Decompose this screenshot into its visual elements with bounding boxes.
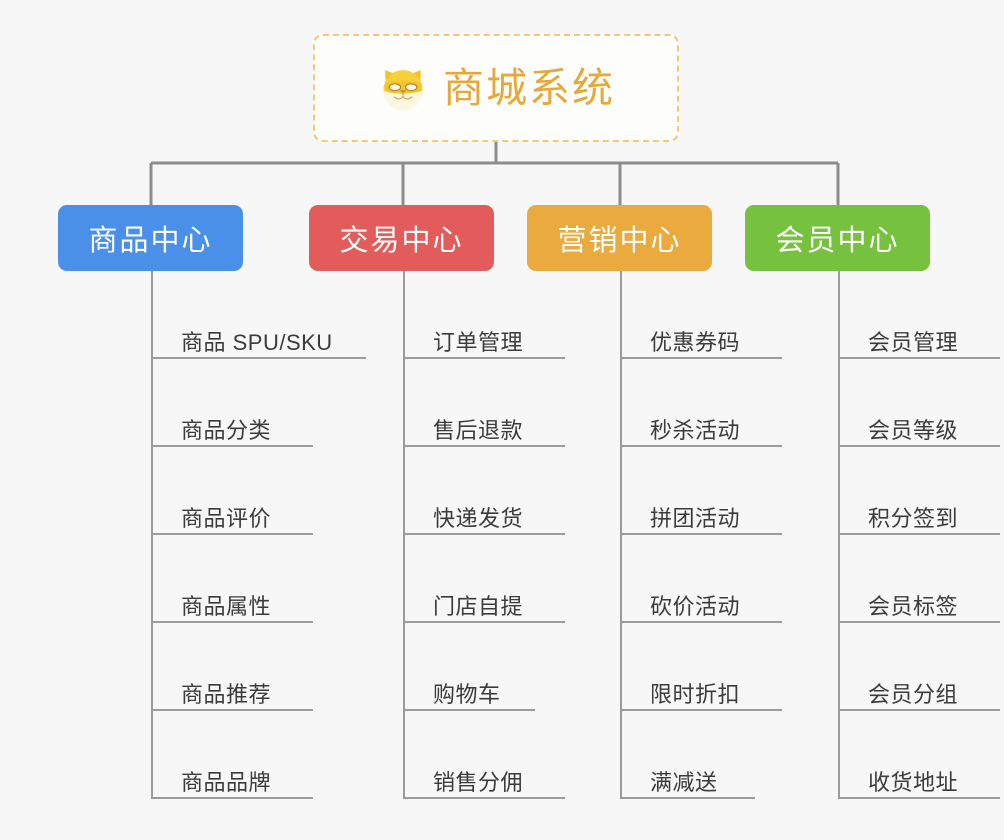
leaf-item-label: 收货地址	[868, 770, 959, 795]
leaf-item-underline	[620, 709, 782, 711]
leaf-item-label: 商品评价	[181, 506, 272, 531]
leaf-item[interactable]: 订单管理	[309, 271, 565, 359]
category-column-marketing-center: 营销中心优惠券码秒杀活动拼团活动砍价活动限时折扣满减送	[527, 205, 782, 799]
leaf-item[interactable]: 商品推荐	[58, 623, 347, 711]
leaf-item[interactable]: 商品属性	[58, 535, 347, 623]
category-column-trade-center: 交易中心订单管理售后退款快递发货门店自提购物车销售分佣	[309, 205, 565, 799]
branch-trunk-product-center	[151, 271, 153, 799]
leaf-item-underline	[403, 797, 565, 799]
leaf-item-label: 商品 SPU/SKU	[181, 330, 333, 355]
leaf-item-label: 会员标签	[868, 594, 959, 619]
leaf-item[interactable]: 购物车	[309, 623, 537, 711]
leaf-item-underline	[151, 709, 313, 711]
root-node[interactable]: 商城系统	[313, 34, 679, 142]
leaf-item-underline	[620, 357, 782, 359]
leaf-item-underline	[620, 533, 782, 535]
category-column-product-center: 商品中心商品 SPU/SKU 商品分类商品评价商品属性商品推荐商品品牌	[58, 205, 366, 799]
leaf-item-underline	[838, 709, 1000, 711]
leaf-item[interactable]: 会员管理	[745, 271, 1000, 359]
item-list-marketing-center: 优惠券码秒杀活动拼团活动砍价活动限时折扣满减送	[527, 271, 782, 799]
root-title: 商城系统	[443, 64, 615, 111]
leaf-item-underline	[403, 445, 565, 447]
item-list-member-center: 会员管理会员等级积分签到会员标签会员分组收货地址	[745, 271, 1000, 799]
leaf-item[interactable]: 拼团活动	[527, 447, 782, 535]
category-column-member-center: 会员中心会员管理会员等级积分签到会员标签会员分组收货地址	[745, 205, 1000, 799]
leaf-item-label: 购物车	[433, 682, 501, 707]
leaf-item-label: 满减送	[650, 770, 718, 795]
leaf-item-label: 砍价活动	[650, 594, 741, 619]
leaf-item-underline	[403, 709, 535, 711]
leaf-item[interactable]: 商品品牌	[58, 711, 347, 799]
leaf-item-underline	[620, 445, 782, 447]
leaf-item-label: 商品分类	[181, 418, 272, 443]
leaf-item-underline	[151, 621, 313, 623]
leaf-item-underline	[838, 357, 1000, 359]
leaf-item-label: 订单管理	[433, 330, 524, 355]
leaf-item-label: 限时折扣	[650, 682, 741, 707]
leaf-item-label: 优惠券码	[650, 330, 741, 355]
leaf-item-label: 快递发货	[433, 506, 524, 531]
leaf-item[interactable]: 商品 SPU/SKU	[58, 271, 366, 359]
category-box-member-center[interactable]: 会员中心	[745, 205, 930, 271]
leaf-item[interactable]: 砍价活动	[527, 535, 782, 623]
leaf-item[interactable]: 收货地址	[745, 711, 1000, 799]
leaf-item-label: 积分签到	[868, 506, 959, 531]
leaf-item-underline	[838, 621, 1000, 623]
leaf-item-underline	[838, 533, 1000, 535]
leaf-item-label: 拼团活动	[650, 506, 741, 531]
category-box-marketing-center[interactable]: 营销中心	[527, 205, 712, 271]
leaf-item-label: 会员分组	[868, 682, 959, 707]
branch-trunk-member-center	[838, 271, 840, 799]
leaf-item[interactable]: 会员分组	[745, 623, 1000, 711]
branch-trunk-marketing-center	[620, 271, 622, 799]
leaf-item-label: 销售分佣	[433, 770, 524, 795]
leaf-item-label: 会员管理	[868, 330, 959, 355]
leaf-item-label: 门店自提	[433, 594, 524, 619]
leaf-item[interactable]: 销售分佣	[309, 711, 565, 799]
leaf-item[interactable]: 商品分类	[58, 359, 347, 447]
dog-face-icon	[377, 62, 429, 114]
leaf-item[interactable]: 商品评价	[58, 447, 347, 535]
leaf-item-label: 商品属性	[181, 594, 272, 619]
leaf-item[interactable]: 售后退款	[309, 359, 565, 447]
leaf-item[interactable]: 满减送	[527, 711, 755, 799]
leaf-item-label: 商品品牌	[181, 770, 272, 795]
leaf-item-underline	[838, 797, 1000, 799]
leaf-item-label: 会员等级	[868, 418, 959, 443]
leaf-item-underline	[838, 445, 1000, 447]
leaf-item-underline	[151, 797, 313, 799]
item-list-product-center: 商品 SPU/SKU 商品分类商品评价商品属性商品推荐商品品牌	[58, 271, 366, 799]
leaf-item-underline	[403, 621, 565, 623]
leaf-item-underline	[151, 357, 366, 359]
leaf-item-underline	[151, 533, 313, 535]
leaf-item-underline	[620, 797, 755, 799]
leaf-item[interactable]: 快递发货	[309, 447, 565, 535]
branch-trunk-trade-center	[403, 271, 405, 799]
leaf-item-underline	[620, 621, 782, 623]
leaf-item[interactable]: 优惠券码	[527, 271, 782, 359]
category-box-product-center[interactable]: 商品中心	[58, 205, 243, 271]
leaf-item-label: 售后退款	[433, 418, 524, 443]
leaf-item[interactable]: 会员等级	[745, 359, 1000, 447]
leaf-item-label: 商品推荐	[181, 682, 272, 707]
leaf-item[interactable]: 秒杀活动	[527, 359, 782, 447]
leaf-item[interactable]: 限时折扣	[527, 623, 782, 711]
leaf-item-underline	[403, 357, 565, 359]
leaf-item-underline	[403, 533, 565, 535]
category-box-trade-center[interactable]: 交易中心	[309, 205, 494, 271]
leaf-item[interactable]: 积分签到	[745, 447, 1000, 535]
leaf-item[interactable]: 门店自提	[309, 535, 565, 623]
leaf-item[interactable]: 会员标签	[745, 535, 1000, 623]
item-list-trade-center: 订单管理售后退款快递发货门店自提购物车销售分佣	[309, 271, 565, 799]
leaf-item-label: 秒杀活动	[650, 418, 741, 443]
leaf-item-underline	[151, 445, 313, 447]
